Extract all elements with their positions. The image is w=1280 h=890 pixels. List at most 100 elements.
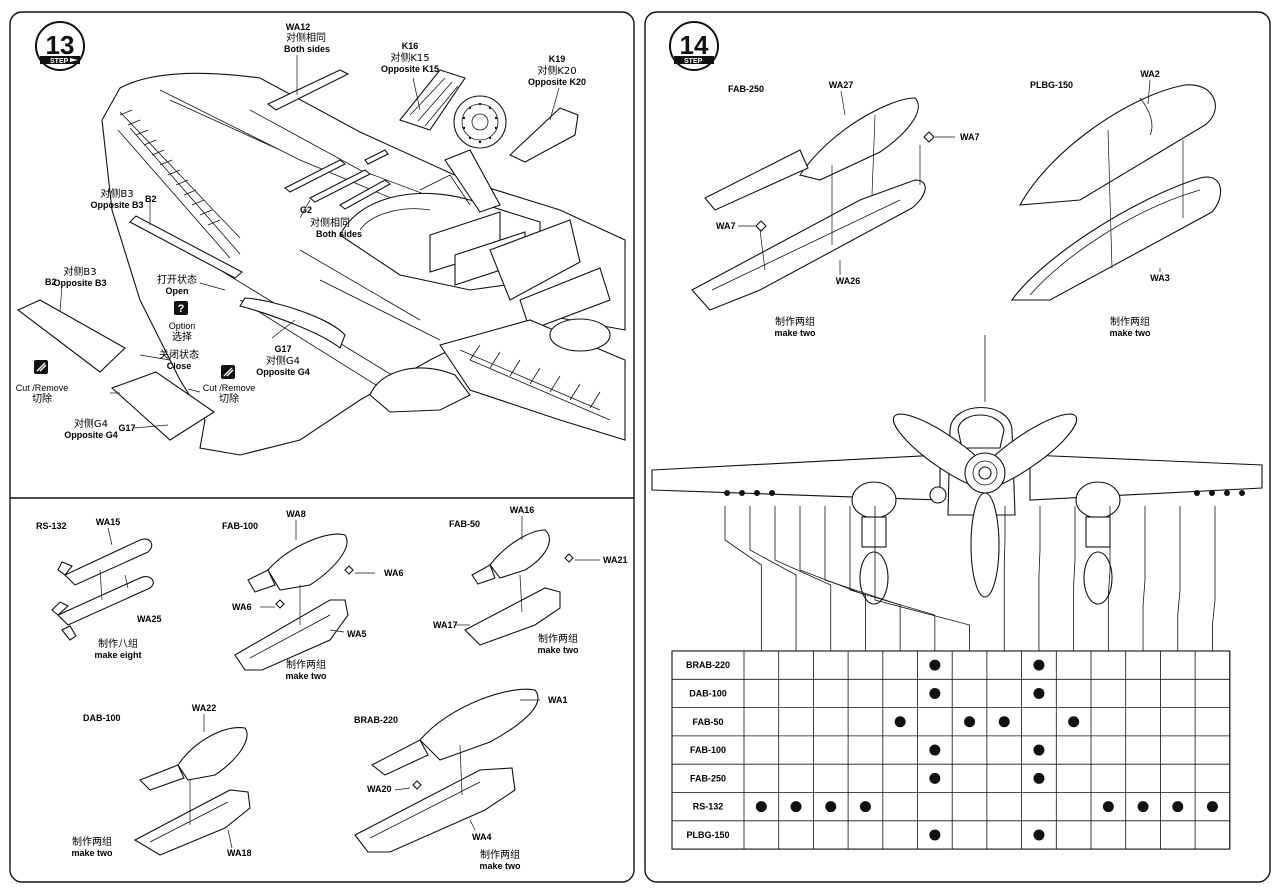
label-b3-en: Opposite B3 (90, 200, 143, 210)
loadout-mark (1033, 744, 1045, 756)
fab50-part-c: WA17 (433, 620, 458, 630)
loadout-mark (859, 801, 871, 813)
table-row-label: RS-132 (693, 802, 724, 812)
loadout-mark (929, 687, 941, 699)
dab100-assembly: DAB-100 WA22 WA18 制作两组 make two (71, 703, 251, 858)
step13-badge: 13 STEP (35, 21, 85, 71)
fab250-part-c: WA7 (716, 221, 736, 231)
hardpoint-leader (824, 506, 901, 651)
fab100-note-cn: 制作两组 (286, 658, 326, 671)
loadout-mark (755, 801, 767, 813)
label-b3b-cn: 对侧B3 (63, 265, 96, 278)
label-g2-en: Both sides (316, 229, 362, 239)
fab50-note-en: make two (537, 645, 579, 655)
loadout-mark (1033, 829, 1045, 841)
loadout-mark (1033, 659, 1045, 671)
hardpoint-leader (799, 506, 866, 651)
hardpoint-leader (849, 506, 936, 651)
fab50-part-b: WA21 (603, 555, 628, 565)
hardpoint-leader (1107, 506, 1111, 651)
hardpoint-leader (1177, 506, 1181, 651)
fab100-part-a: WA8 (286, 509, 306, 519)
table-row-label: FAB-50 (692, 717, 723, 727)
brab220-assembly: BRAB-220 WA1 WA20 WA4 制作两组 make two (354, 688, 568, 871)
label-g4a-en: Opposite G4 (256, 367, 310, 377)
table-row-label: BRAB-220 (686, 660, 730, 670)
plbg150-assembly: PLBG-150 WA2 WA3 制作两组 make two (1010, 69, 1222, 338)
label-k19: K19 (549, 54, 566, 64)
hardpoint-leader (1003, 506, 1006, 651)
label-open-en: Open (165, 286, 188, 296)
dab100-note-en: make two (71, 848, 113, 858)
loadout-mark (1102, 801, 1114, 813)
label-open-cn: 打开状态 (157, 273, 197, 286)
fab250-name: FAB-250 (728, 84, 764, 94)
table-row-label: DAB-100 (689, 688, 727, 698)
rs132-part-b: WA25 (137, 614, 162, 624)
hardpoint-leader (1212, 506, 1216, 651)
label-k16: K16 (402, 41, 419, 51)
label-cut1-cn: 切除 (32, 392, 52, 405)
plbg150-part-a: WA2 (1140, 69, 1160, 79)
brab220-part-b: WA20 (367, 784, 392, 794)
step14-panel-frame (644, 11, 1271, 883)
step13-labels: WA12 对侧相同 Both sides K16 对侧K15 Opposite … (16, 22, 586, 440)
brab220-note-en: make two (479, 861, 521, 871)
dab100-part-b: WA18 (227, 848, 252, 858)
fab100-part-d: WA5 (347, 629, 367, 639)
loadout-mark (1206, 801, 1218, 813)
hardpoint-leader (1142, 506, 1146, 651)
step13-word: STEP (50, 58, 69, 65)
table-row-label: PLBG-150 (686, 830, 729, 840)
label-g2-cn: 对侧相同 (310, 216, 350, 229)
label-g4a-cn: 对侧G4 (266, 354, 300, 367)
label-option-en: Option (169, 321, 196, 331)
table-row-label: FAB-100 (690, 745, 726, 755)
loadout-mark (1137, 801, 1149, 813)
step13-number: 13 (46, 30, 75, 60)
label-wa12-cn: 对侧相同 (286, 31, 326, 44)
fab250-note-cn: 制作两组 (775, 315, 815, 328)
label-close-cn: 关闭状态 (159, 348, 199, 361)
aircraft-front-view (651, 335, 1263, 605)
label-b2-left: B2 (45, 277, 57, 287)
loadout-mark (1172, 801, 1184, 813)
cut-icon (221, 365, 235, 379)
brab220-name: BRAB-220 (354, 715, 398, 725)
dab100-note-cn: 制作两组 (72, 835, 112, 848)
loadout-mark (998, 716, 1010, 728)
dab100-part-a: WA22 (192, 703, 217, 713)
table-border (671, 650, 1231, 850)
table-row-label: FAB-250 (690, 773, 726, 783)
label-option-cn: 选择 (172, 330, 192, 343)
loadout-mark (964, 716, 976, 728)
fab100-part-c: WA6 (232, 602, 252, 612)
fab250-part-b: WA7 (960, 132, 980, 142)
label-b3b-en: Opposite B3 (53, 278, 106, 288)
rs132-name: RS-132 (36, 521, 67, 531)
fab100-part-b: WA6 (384, 568, 404, 578)
step14-word: STEP (684, 58, 703, 65)
loadout-mark (790, 801, 802, 813)
fab250-assembly: FAB-250 WA27 WA7 WA7 WA26 制作两组 make two (691, 80, 980, 338)
cut-icon (34, 360, 48, 374)
loadout-mark (894, 716, 906, 728)
label-g17-top: G17 (274, 344, 291, 354)
label-k16-cn: 对侧K15 (390, 51, 429, 64)
plbg150-note-en: make two (1109, 328, 1151, 338)
plbg150-note-cn: 制作两组 (1110, 315, 1150, 328)
rs132-part-a: WA15 (96, 517, 121, 527)
brab220-part-a: WA1 (548, 695, 568, 705)
label-cut2-en: Cut /Remove (203, 383, 256, 393)
label-g4b-en: Opposite G4 (64, 430, 118, 440)
label-cut2-cn: 切除 (219, 392, 239, 405)
loadout-mark (1033, 687, 1045, 699)
hardpoint-leader (1073, 506, 1076, 651)
hardpoint-leader (1038, 506, 1041, 651)
label-k19-en: Opposite K20 (528, 77, 586, 87)
brab220-note-cn: 制作两组 (480, 848, 520, 861)
fab100-assembly: FAB-100 WA8 WA6 WA6 WA5 制作两组 make two (222, 509, 404, 681)
label-b2-top: B2 (145, 194, 157, 204)
rs132-note-en: make eight (94, 650, 141, 660)
hardpoint-leader (874, 506, 970, 651)
